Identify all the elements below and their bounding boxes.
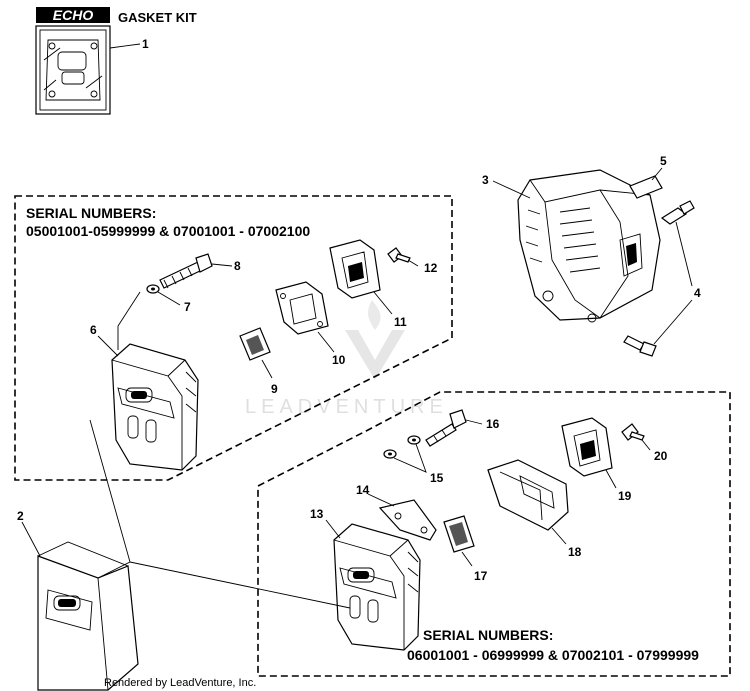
spark-screen-lower <box>443 515 475 553</box>
gasket-lower <box>378 499 437 541</box>
muffler-bracket <box>487 459 569 531</box>
logo-text: ECHO <box>53 7 94 23</box>
callout-4: 4 <box>694 286 701 300</box>
callout-16: 16 <box>486 417 500 431</box>
leadventure-watermark: LEADVENTURE <box>245 300 448 418</box>
callout-13: 13 <box>310 507 324 521</box>
assembly-line-washer <box>117 291 141 350</box>
serial-group-2-heading: SERIAL NUMBERS: <box>423 627 553 643</box>
callout-14: 14 <box>356 483 370 497</box>
callout-18: 18 <box>568 545 582 559</box>
callout-3: 3 <box>482 173 489 187</box>
serial-group-1-range: 05001001-05999999 & 07001001 - 07002100 <box>26 223 310 239</box>
callout-9: 9 <box>271 382 278 396</box>
callout-15: 15 <box>430 471 444 485</box>
muffler-bolt-upper <box>159 253 213 289</box>
assembly-line-lower <box>129 561 351 609</box>
cover-screw-lower <box>623 335 657 357</box>
spark-arrester-plate-upper <box>329 239 381 299</box>
callout-5: 5 <box>660 154 667 168</box>
small-bolt-upper <box>387 247 411 263</box>
muffler-lower <box>333 523 421 651</box>
muffler-bolt-lower <box>425 409 467 447</box>
serial-group-2-range: 06001001 - 06999999 & 07002101 - 0799999… <box>407 647 699 663</box>
callout-8: 8 <box>234 259 241 273</box>
callout-17: 17 <box>474 569 488 583</box>
cover-screw-upper <box>660 200 695 225</box>
echo-logo: ECHO <box>36 7 110 23</box>
small-bolt-lower <box>621 423 645 441</box>
gasket-kit-package <box>35 25 111 115</box>
callout-11: 11 <box>394 315 407 329</box>
spark-screen-upper <box>239 327 271 361</box>
serial-group-2-box <box>257 391 731 677</box>
callout-7: 7 <box>184 300 191 314</box>
callout-12: 12 <box>424 261 438 275</box>
footer-credit: Rendered by LeadVenture, Inc. <box>104 677 256 689</box>
heat-shield <box>37 541 139 691</box>
watermark-text: LEADVENTURE <box>245 396 448 418</box>
serial-group-1-box <box>14 195 453 481</box>
warning-label <box>629 175 663 199</box>
callout-10: 10 <box>332 353 346 367</box>
callout-6: 6 <box>90 323 97 337</box>
spark-arrester-plate-lower <box>561 417 613 477</box>
serial-group-1-heading: SERIAL NUMBERS: <box>26 205 156 221</box>
callout-19: 19 <box>618 489 632 503</box>
callout-2: 2 <box>17 509 24 523</box>
muffler-upper <box>111 343 199 471</box>
callout-20: 20 <box>654 449 668 463</box>
gasket-upper <box>275 281 329 335</box>
callout-1: 1 <box>142 37 149 51</box>
gasket-kit-title: GASKET KIT <box>118 10 197 25</box>
